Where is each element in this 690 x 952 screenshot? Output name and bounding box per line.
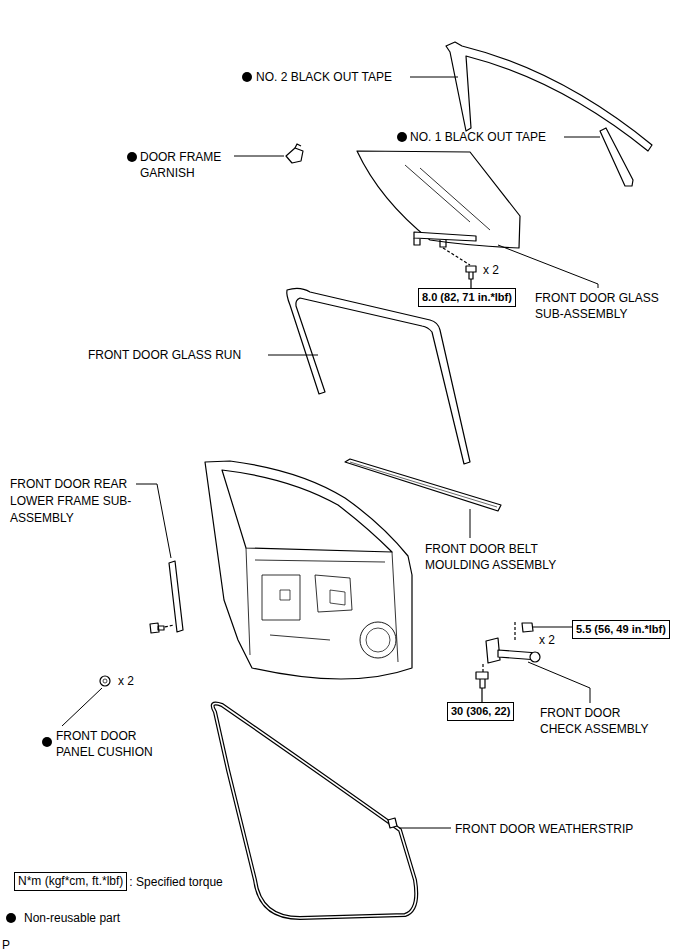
door-glass [357,151,520,248]
legend-torque-box: N*m (kgf*cm, ft.*lbf) [14,872,127,891]
glass-channel [414,232,476,241]
quantity-label: x 2 [118,673,134,689]
garnish-part [286,148,303,163]
leader-line [564,137,600,138]
rear-lower-frame [169,561,183,632]
leader-line [470,279,471,288]
bolt-axis [514,622,515,640]
leader-line [533,626,572,627]
leader-line [399,828,451,829]
part-label: FRONT DOOR WEATHERSTRIP [455,821,633,837]
legend-text: : Specified torque [129,874,222,890]
torque-box: 5.5 (56, 49 in.*lbf) [572,620,670,639]
speaker-hole [366,628,390,652]
nut-symbol [522,623,533,632]
torque-box: 8.0 (82, 71 in.*lbf) [418,288,516,307]
part-label: FRONT DOOR CHECK ASSEMBLY [540,705,655,737]
non-reusable-mark [42,737,52,747]
leader-line [528,662,590,703]
part-label: NO. 2 BLACK OUT TAPE [256,69,392,85]
panel-cushion [100,676,110,686]
window-opening [222,470,392,552]
belt-moulding [350,462,497,507]
door-panel [205,461,412,679]
torque-value: 30 (306, 22) [451,705,510,717]
door-check [530,652,540,662]
part-label: DOOR FRAME GARNISH [140,149,230,181]
weatherstrip-clip [388,818,397,828]
leader-line [470,509,471,538]
part-label: FRONT DOOR REAR LOWER FRAME SUB-ASSEMBLY [10,476,132,527]
page-mark: P [2,937,10,952]
garnish-part [295,144,301,148]
leader-line [234,156,284,157]
leader-line [62,688,102,726]
leader-line [410,77,458,78]
glass-run [287,288,470,464]
non-reusable-mark [242,72,252,82]
part-label: NO. 1 BLACK OUT TAPE [410,129,546,145]
part-label: FRONT DOOR GLASS SUB-ASSEMBLY [535,290,670,322]
non-reusable-mark [127,152,137,162]
door-inner-structure [246,548,398,662]
bolt-symbol [150,623,164,633]
torque-value: N*m (kgf*cm, ft.*lbf) [18,874,123,888]
legend-text: Non-reusable part [24,910,120,926]
part-label: FRONT DOOR PANEL CUSHION [56,728,166,760]
leader-line [498,245,598,288]
glass-reflection [405,165,490,230]
part-label: FRONT DOOR GLASS RUN [88,347,241,363]
bolt-axis [482,664,483,672]
quantity-label: x 2 [539,632,555,648]
leader-line [268,355,318,356]
part-label: FRONT DOOR BELT MOULDING ASSEMBLY [425,541,570,573]
torque-value: 5.5 (56, 49 in.*lbf) [576,623,666,635]
belt-moulding [345,459,501,511]
torque-box: 30 (306, 22) [447,702,514,721]
bolt-symbol [476,672,488,688]
weatherstrip [213,704,417,918]
black-out-tape [600,128,633,186]
glass-tab [414,238,446,247]
legend-symbol [6,913,16,923]
weatherstrip [213,704,417,918]
door-hole [280,590,345,605]
torque-value: 8.0 (82, 71 in.*lbf) [422,291,512,303]
speaker-hole [360,622,396,658]
panel-cushion [103,679,107,683]
leader-line [136,484,171,558]
leader-line [481,688,482,702]
bolt-symbol [466,266,476,279]
bolt-axis [443,248,470,265]
non-reusable-mark [397,132,407,142]
quantity-label: x 2 [483,262,499,278]
